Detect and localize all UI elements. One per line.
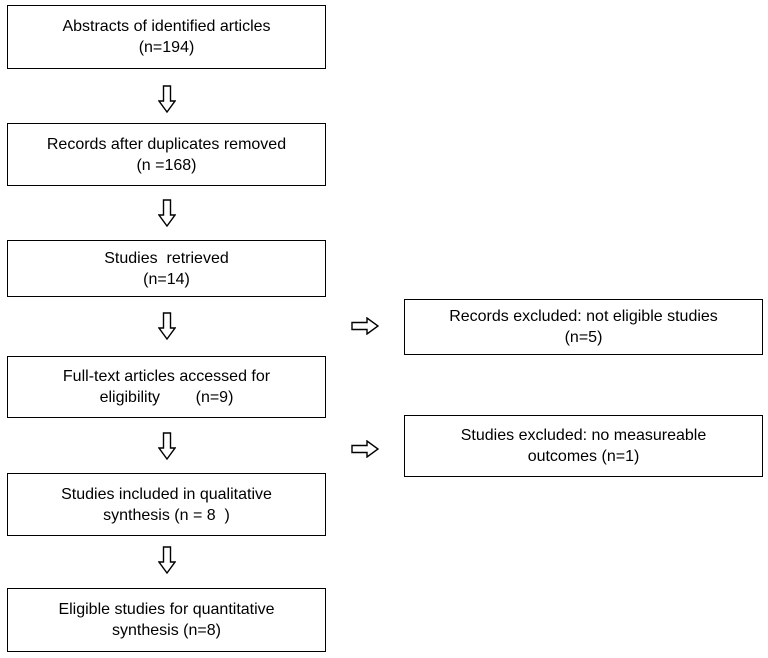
right-arrow-icon	[351, 440, 379, 458]
box-excluded-studies: Studies excluded: no measureable outcome…	[404, 415, 763, 477]
box-retrieved-line-2: (n=14)	[143, 270, 190, 288]
right-arrow-icon	[351, 317, 379, 335]
box-abstracts-line-1: Abstracts of identified articles	[62, 18, 271, 35]
box-abstracts-line-2: (n=194)	[138, 39, 195, 56]
box-qualitative-line-2: synthesis (n = 8 )	[103, 506, 230, 524]
box-records-line-2: (n =168)	[136, 156, 197, 174]
down-arrow-icon	[158, 432, 176, 460]
box-quantitative: Eligible studies for quantitative synthe…	[7, 588, 326, 652]
box-retrieved-line-1: Studies retrieved	[104, 249, 229, 267]
box-qualitative-line-1: Studies included in qualitative	[61, 485, 272, 503]
down-arrow-icon	[158, 85, 176, 113]
box-quantitative-line-1: Eligible studies for quantitative	[58, 601, 275, 618]
box-excluded-records: Records excluded: not eligible studies (…	[404, 299, 763, 355]
box-excluded-records-line-2: (n=5)	[564, 329, 603, 346]
box-fulltext: Full-text articles accessed for eligibil…	[7, 356, 326, 418]
box-fulltext-line-2: eligibility (n=9)	[99, 389, 234, 406]
box-quantitative-line-2: synthesis (n=8)	[112, 622, 221, 639]
box-excluded-records-line-1: Records excluded: not eligible studies	[449, 308, 718, 325]
down-arrow-icon	[158, 199, 176, 227]
box-abstracts: Abstracts of identified articles (n=194)	[7, 5, 326, 69]
box-fulltext-line-1: Full-text articles accessed for	[62, 368, 271, 385]
box-qualitative: Studies included in qualitative synthesi…	[7, 473, 326, 536]
box-retrieved: Studies retrieved (n=14)	[7, 240, 326, 297]
box-records-line-1: Records after duplicates removed	[46, 135, 287, 153]
down-arrow-icon	[158, 546, 176, 574]
down-arrow-icon	[158, 312, 176, 340]
box-excluded-studies-line-2: outcomes (n=1)	[527, 448, 640, 465]
box-excluded-studies-line-1: Studies excluded: no measureable	[460, 427, 707, 444]
box-records: Records after duplicates removed (n =168…	[7, 123, 326, 186]
